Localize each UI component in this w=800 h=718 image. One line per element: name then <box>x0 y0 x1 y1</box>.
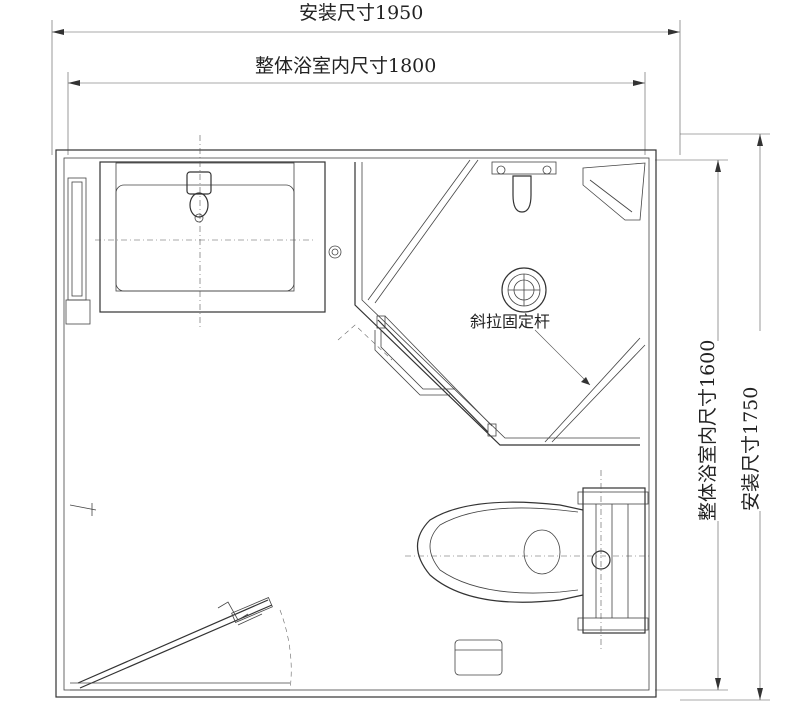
install-width-label: 安装尺寸1950 <box>299 2 424 24</box>
entrance-door <box>70 597 292 691</box>
shower-enclosure <box>337 159 646 446</box>
walls <box>55 149 657 698</box>
dimension-lines <box>51 20 770 701</box>
interior-height-label: 整体浴室内尺寸1600 <box>697 339 721 521</box>
vanity-sink <box>95 135 342 330</box>
left-wall-panel <box>65 177 97 516</box>
toilet <box>405 470 650 676</box>
install-height-label: 安装尺寸1750 <box>740 331 764 511</box>
diagonal-rod-label: 斜拉固定杆 <box>470 312 551 331</box>
interior-width-label: 整体浴室内尺寸1800 <box>255 55 437 77</box>
